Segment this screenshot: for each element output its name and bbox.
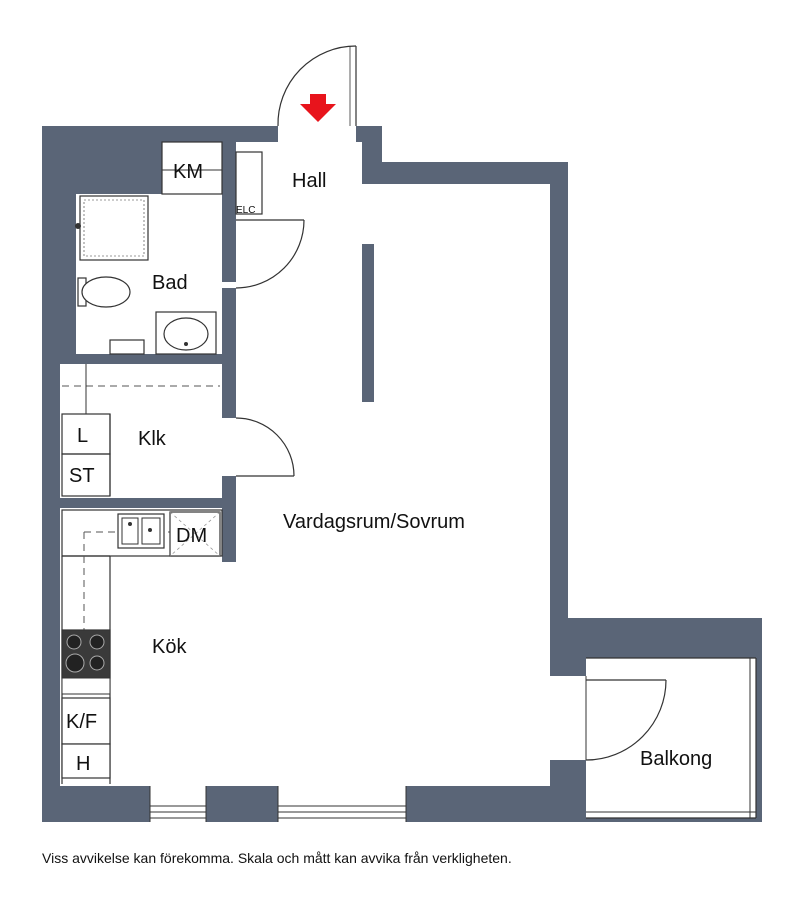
balcony-door-swing (585, 679, 667, 761)
electric-panel (235, 151, 263, 215)
fixture-label-l: L (77, 425, 88, 447)
bathroom-door-swing (235, 219, 305, 289)
entrance-arrow-icon (300, 94, 336, 122)
km-closet (161, 141, 223, 195)
bathroom-wall-left (60, 142, 76, 354)
entrance-door-swing (277, 45, 357, 127)
km-wall-left (148, 142, 162, 194)
fixture-label-st: ST (69, 465, 95, 487)
fixture-label-h: H (76, 753, 90, 775)
bathroom-sink-icon (155, 311, 217, 355)
window-kitchen (149, 786, 207, 822)
room-label-klk: Klk (138, 428, 167, 450)
stove-icon (61, 629, 111, 679)
wardrobe-st (61, 453, 111, 497)
klk-wall-right-upper (222, 364, 236, 418)
kitchen-wall-right (222, 508, 236, 562)
fixture-label-kf: K/F (66, 711, 97, 733)
window-living (277, 786, 407, 822)
fixture-label-dm: DM (176, 525, 207, 547)
kitchen-sink-icon (117, 513, 165, 549)
bathroom-top-fill (60, 142, 148, 194)
footer-disclaimer: Viss avvikelse kan förekomma. Skala och … (42, 850, 512, 866)
bathroom-wall-right-lower (222, 288, 236, 362)
bathroom-cabinet (109, 339, 145, 355)
room-label-balkong: Balkong (640, 748, 712, 770)
hall-divider-wall (362, 244, 374, 402)
klk-door-swing (235, 417, 295, 477)
fridge-freezer (61, 697, 111, 745)
toilet-icon (77, 276, 131, 308)
entrance-opening (278, 124, 356, 144)
room-label-hall: Hall (292, 170, 326, 192)
balcony-floor (586, 658, 756, 818)
fixture-label-km: KM (173, 161, 203, 183)
bathroom-wall-right (222, 142, 236, 282)
room-label-kok: Kök (152, 636, 187, 658)
fixture-label-elc: ELC (236, 205, 255, 216)
room-label-vardagsrum: Vardagsrum/Sovrum (283, 511, 465, 533)
bathroom-wall-bottom (60, 354, 236, 364)
klk-wall-bottom (60, 498, 236, 508)
cabinet-h (61, 743, 111, 779)
room-label-bad: Bad (152, 272, 188, 294)
